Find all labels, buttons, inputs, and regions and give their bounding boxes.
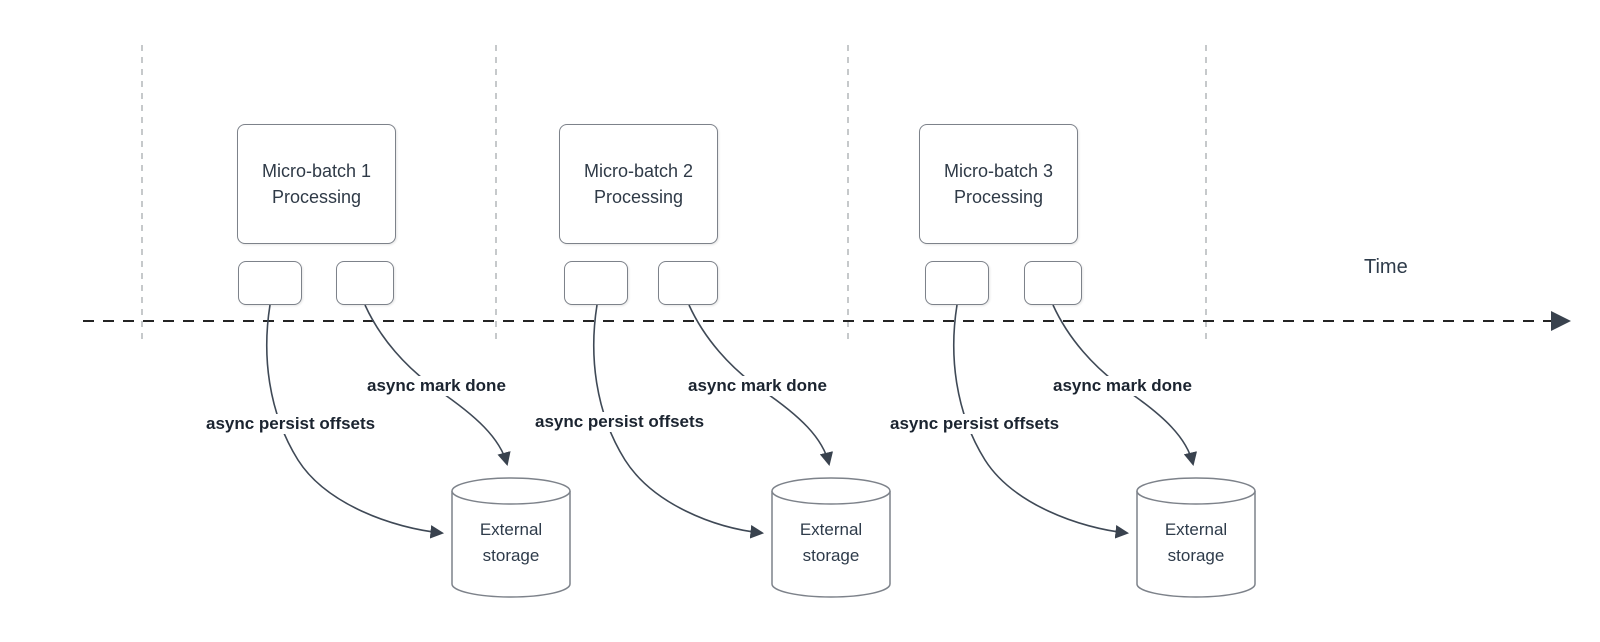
micro-batch-2-title-line1: Micro-batch 2 bbox=[583, 161, 694, 181]
batch-3-external-storage-label: External storage bbox=[1137, 517, 1255, 569]
batch-2-offset-task-box bbox=[564, 261, 628, 305]
micro-batch-1-title-line2: Processing bbox=[271, 187, 362, 207]
time-axis-label: Time bbox=[1364, 256, 1408, 278]
storage-cylinder-2 bbox=[771, 477, 891, 598]
storage-2-line2: storage bbox=[802, 546, 860, 565]
storage-1-line1: External bbox=[479, 520, 543, 539]
batch-2-done-task-box bbox=[658, 261, 718, 305]
persist-offsets-curve-1 bbox=[266, 304, 445, 539]
batch-1-persist-offsets-label: async persist offsets bbox=[204, 414, 378, 434]
micro-batch-3-title-line1: Micro-batch 3 bbox=[943, 161, 1054, 181]
batch-1-offset-task-box bbox=[238, 261, 302, 305]
batch-2-external-storage-label: External storage bbox=[772, 517, 890, 569]
batch-2-mark-done-label: async mark done bbox=[686, 376, 829, 396]
batch-3-done-task-box bbox=[1024, 261, 1082, 305]
batch-1-external-storage-label: External storage bbox=[452, 517, 570, 569]
batch-3-mark-done-label: async mark done bbox=[1051, 376, 1194, 396]
storage-cylinder-3 bbox=[1136, 477, 1256, 598]
batch-1-mark-done-label: async mark done bbox=[365, 376, 508, 396]
micro-batch-2-processing-box: Micro-batch 2 Processing bbox=[559, 124, 718, 244]
micro-batch-1-processing-box: Micro-batch 1 Processing bbox=[237, 124, 396, 244]
persist-offsets-curve-3 bbox=[953, 304, 1130, 539]
batch-3-persist-offsets-label: async persist offsets bbox=[888, 414, 1062, 434]
storage-1-line2: storage bbox=[482, 546, 540, 565]
storage-3-line1: External bbox=[1164, 520, 1228, 539]
micro-batch-1-title-line1: Micro-batch 1 bbox=[261, 161, 372, 181]
micro-batch-2-title-line2: Processing bbox=[593, 187, 684, 207]
batch-3-offset-task-box bbox=[925, 261, 989, 305]
storage-3-line2: storage bbox=[1167, 546, 1225, 565]
batch-1-done-task-box bbox=[336, 261, 394, 305]
batch-2-persist-offsets-label: async persist offsets bbox=[533, 412, 707, 432]
micro-batch-3-title-line2: Processing bbox=[953, 187, 1044, 207]
storage-cylinder-1 bbox=[451, 477, 571, 598]
micro-batch-3-processing-box: Micro-batch 3 Processing bbox=[919, 124, 1078, 244]
storage-2-line1: External bbox=[799, 520, 863, 539]
persist-offsets-curve-2 bbox=[593, 304, 765, 539]
